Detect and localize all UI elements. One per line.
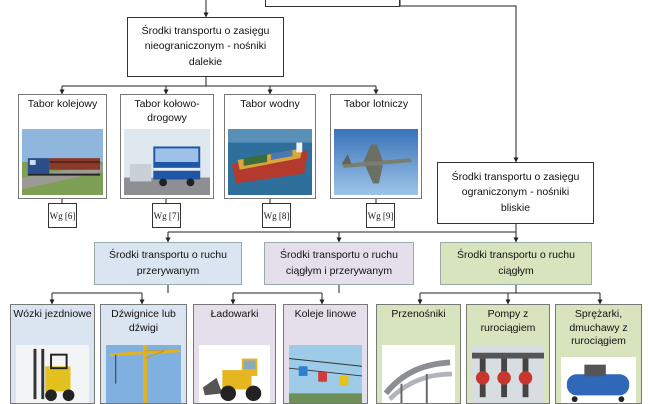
card-road: Tabor kołowo-drogowy xyxy=(120,94,214,199)
leaf-cranes-label: Dźwignice lub dźwigi xyxy=(111,308,176,334)
node-mixed-motion: Środki transportu o ruchu ciągłym i prze… xyxy=(264,242,414,285)
leaf-compressors-label: Sprężarki, dmuchawy z rurociągiem xyxy=(569,308,628,348)
ref-rail: Wg [6] xyxy=(48,203,77,228)
leaf-conveyors: Przenośniki xyxy=(376,304,461,404)
card-rail: Tabor kolejowy xyxy=(18,94,107,199)
forklift-photo-icon xyxy=(16,345,89,403)
ref-air: Wg [9] xyxy=(366,203,395,228)
leaf-cranes: Dźwignice lub dźwigi xyxy=(100,304,187,404)
card-air: Tabor lotniczy xyxy=(330,94,422,199)
compressor-photo-icon xyxy=(561,357,636,403)
aircraft-photo-icon xyxy=(334,129,418,195)
train-photo-icon xyxy=(22,129,103,195)
card-road-label: Tabor kołowo-drogowy xyxy=(134,98,200,124)
crane-photo-icon xyxy=(106,345,181,403)
root-box-partial xyxy=(265,0,400,7)
cable-car-photo-icon xyxy=(289,345,362,403)
loader-photo-icon xyxy=(199,345,270,403)
leaf-conveyors-label: Przenośniki xyxy=(391,308,446,320)
leaf-loaders-label: Ładowarki xyxy=(210,308,259,320)
truck-photo-icon xyxy=(124,129,210,195)
card-water-label: Tabor wodny xyxy=(240,98,300,110)
card-water: Tabor wodny xyxy=(224,94,316,199)
leaf-pumps-label: Pompy z rurociągiem xyxy=(480,308,536,334)
leaf-forklifts: Wózki jezdniowe xyxy=(10,304,95,404)
leaf-forklifts-label: Wózki jezdniowe xyxy=(13,308,92,320)
node-unlimited-range: Środki transportu o zasięgu nieograniczo… xyxy=(127,17,284,77)
ref-road: Wg [7] xyxy=(152,203,181,228)
leaf-cable-railways: Koleje linowe xyxy=(283,304,368,404)
node-limited-range: Środki transportu o zasięgu ograniczonym… xyxy=(437,162,594,224)
pump-photo-icon xyxy=(472,345,544,403)
conveyor-photo-icon xyxy=(382,345,455,403)
leaf-compressors: Sprężarki, dmuchawy z rurociągiem xyxy=(555,304,642,404)
node-continuous-motion: Środki transportu o ruchu ciągłym xyxy=(440,242,592,285)
leaf-cable-railways-label: Koleje linowe xyxy=(294,308,357,320)
ref-water: Wg [8] xyxy=(262,203,291,228)
card-air-label: Tabor lotniczy xyxy=(343,98,409,110)
node-interrupted-motion: Środki transportu o ruchu przerywanym xyxy=(94,242,242,285)
card-rail-label: Tabor kolejowy xyxy=(27,98,98,110)
leaf-loaders: Ładowarki xyxy=(193,304,276,404)
ship-photo-icon xyxy=(228,129,312,195)
leaf-pumps: Pompy z rurociągiem xyxy=(466,304,550,404)
